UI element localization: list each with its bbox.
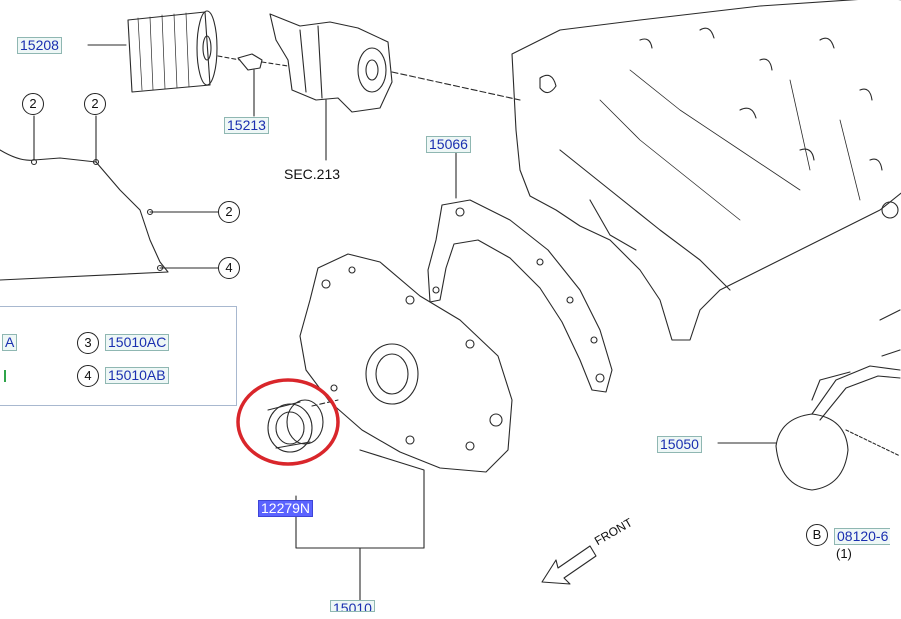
callout-2-b: 2 xyxy=(84,93,106,115)
part-label-15213[interactable]: 15213 xyxy=(224,117,269,134)
highlight-ring xyxy=(236,378,340,466)
callout-4: 4 xyxy=(77,365,99,387)
callout-3: 3 xyxy=(77,332,99,354)
oil-filter-drawing xyxy=(87,10,218,93)
part-label-15208[interactable]: 15208 xyxy=(17,37,62,54)
part-label-15010[interactable]: 15010 xyxy=(330,600,375,612)
oil-seal-drawing xyxy=(267,399,324,453)
gasket-drawing xyxy=(427,151,613,393)
part-label-15010ab[interactable]: 15010AB xyxy=(105,367,169,384)
filter-bracket-drawing xyxy=(269,13,521,161)
quantity-label: (1) xyxy=(836,546,852,561)
callout-2-a: 2 xyxy=(22,93,44,115)
part-label-15010ac[interactable]: 15010AC xyxy=(105,334,170,351)
section-ref-213: SEC.213 xyxy=(284,166,341,182)
connector-bolt-drawing xyxy=(217,53,289,117)
engine-block-drawing xyxy=(511,0,901,357)
callout-2-c: 2 xyxy=(218,201,240,223)
legend-marker xyxy=(4,370,6,382)
part-label-15050[interactable]: 15050 xyxy=(657,436,702,453)
legend-box xyxy=(0,306,237,406)
left-component-drawing xyxy=(0,115,219,281)
part-label-08120[interactable]: 08120-6 xyxy=(834,528,891,545)
callout-b: B xyxy=(806,524,828,546)
front-cover-drawing xyxy=(299,253,513,549)
callout-4-a: 4 xyxy=(218,257,240,279)
front-arrow-icon xyxy=(541,545,597,585)
part-label-12279n[interactable]: 12279N xyxy=(258,500,314,517)
legend-code-a[interactable]: A xyxy=(2,334,18,351)
part-label-15066[interactable]: 15066 xyxy=(426,136,471,153)
oil-strainer-drawing xyxy=(717,365,901,491)
